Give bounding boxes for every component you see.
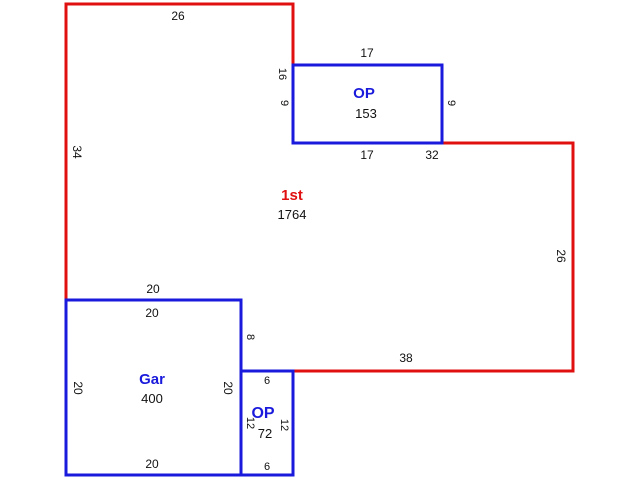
dim-first-side-16: 16 bbox=[276, 68, 288, 80]
first-floor-sqft: 1764 bbox=[278, 207, 307, 222]
dim-op-bottom-right: 12 bbox=[278, 419, 290, 431]
dim-op-bottom-top: 6 bbox=[264, 375, 270, 387]
open-porch-top-label: OP bbox=[353, 85, 375, 102]
dim-garage-bottom: 20 bbox=[145, 457, 159, 471]
open-porch-bottom-label: OP bbox=[251, 405, 274, 422]
dim-garage-top-outer: 20 bbox=[146, 282, 160, 296]
open-porch-top-outline bbox=[291, 63, 444, 145]
first-floor-outline bbox=[64, 2, 295, 300]
dim-first-top: 26 bbox=[171, 9, 185, 23]
dim-garage-right: 20 bbox=[221, 381, 235, 395]
garage-sqft: 400 bbox=[141, 391, 163, 406]
open-porch-bottom-outline bbox=[239, 369, 295, 477]
dim-first-right: 26 bbox=[554, 249, 568, 263]
dim-op-top-right: 9 bbox=[445, 100, 457, 106]
dim-first-left: 34 bbox=[70, 145, 84, 159]
dim-op-top-bottom: 17 bbox=[360, 148, 374, 162]
dim-garage-top: 20 bbox=[145, 306, 159, 320]
dim-op-top-left: 9 bbox=[278, 100, 290, 106]
dim-first-bottom: 38 bbox=[399, 351, 413, 365]
dim-op-bottom-left: 12 bbox=[244, 417, 256, 429]
dim-op-bottom-bottom: 6 bbox=[264, 461, 270, 473]
first-floor-label: 1st bbox=[281, 187, 303, 204]
dim-garage-right-upper: 8 bbox=[244, 334, 256, 340]
garage-label: Gar bbox=[139, 371, 165, 388]
first-floor-outline-right bbox=[293, 141, 575, 373]
open-porch-bottom-sqft: 72 bbox=[258, 426, 272, 441]
dim-first-notch: 32 bbox=[425, 148, 439, 162]
open-porch-top-sqft: 153 bbox=[355, 106, 377, 121]
dim-op-top-top: 17 bbox=[360, 46, 374, 60]
dim-garage-left: 20 bbox=[71, 381, 85, 395]
